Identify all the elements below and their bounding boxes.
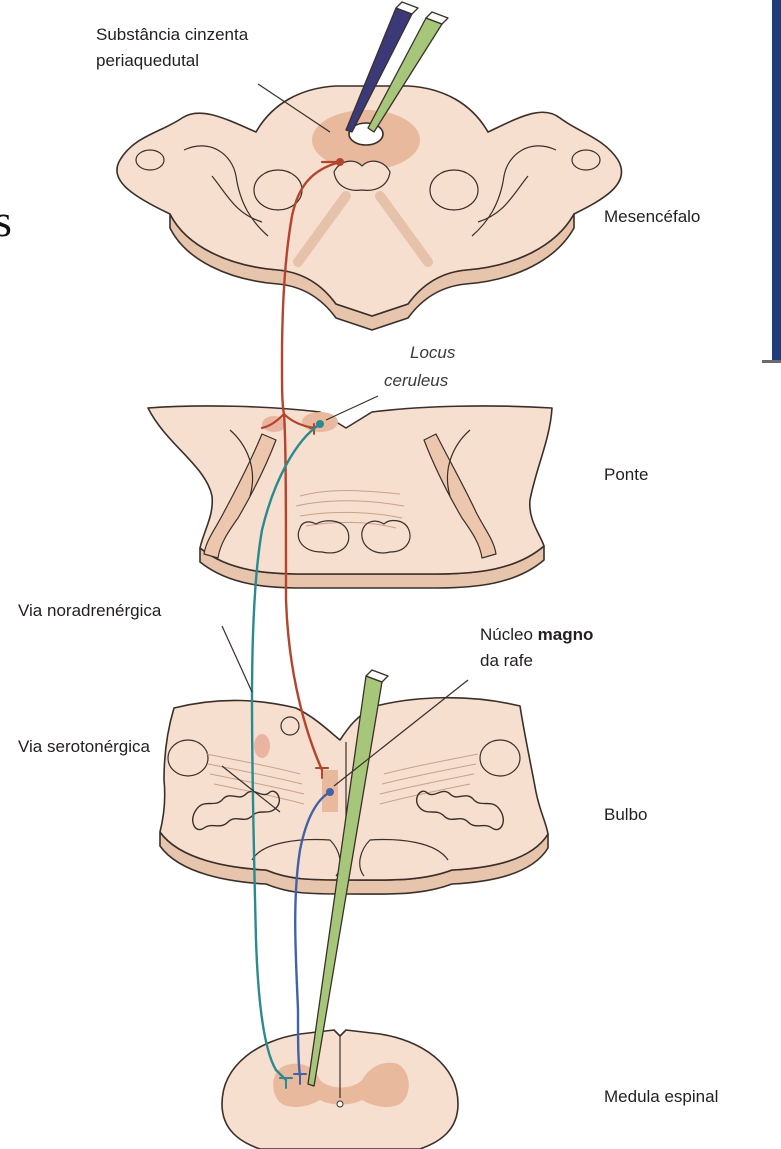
section-label-bulbo: Bulbo (604, 805, 647, 824)
section-label-mesencefalo: Mesencéfalo (604, 207, 700, 226)
label-locus-line2: ceruleus (384, 371, 449, 390)
frame-border (772, 0, 781, 362)
section-medula (222, 1030, 458, 1149)
nucleo-bold: magno (538, 625, 594, 644)
leader-noradrenergica (222, 626, 252, 692)
label-nucleo-line2: da rafe (480, 651, 533, 670)
label-via-noradrenergica: Via noradrenérgica (18, 601, 162, 620)
serotonergica-suffix: otonérgica (71, 737, 151, 756)
nucleo-prefix: Núcleo (480, 625, 538, 644)
label-pag-line1: Substância cinzenta (96, 25, 249, 44)
teal-soma-lc (316, 420, 324, 428)
bulbo-pink-left (254, 734, 270, 758)
section-label-medula: Medula espinal (604, 1087, 718, 1106)
section-ponte (148, 406, 552, 588)
mesencefalo-nucleus (334, 161, 390, 190)
section-label-ponte: Ponte (604, 465, 648, 484)
serotonergica-prefix: Via ser (18, 737, 71, 756)
left-edge-text: s (0, 195, 12, 246)
noradrenergica-prefix: Via nor (18, 601, 72, 620)
label-nucleo-line1: Núcleo magno (480, 625, 593, 644)
ponte-pink-left (262, 416, 286, 432)
noradrenergica-suffix: adrenérgica (72, 601, 162, 620)
frame-shadow (762, 360, 781, 363)
label-locus-line1: Locus (410, 343, 456, 362)
red-soma-pag (336, 158, 344, 166)
blue-soma-raphe (326, 788, 334, 796)
medula-central-canal (337, 1101, 343, 1107)
label-pag-line2: periaquedutal (96, 51, 199, 70)
label-via-serotonergica: Via serotonérgica (18, 737, 151, 756)
section-mesencefalo (117, 86, 622, 330)
